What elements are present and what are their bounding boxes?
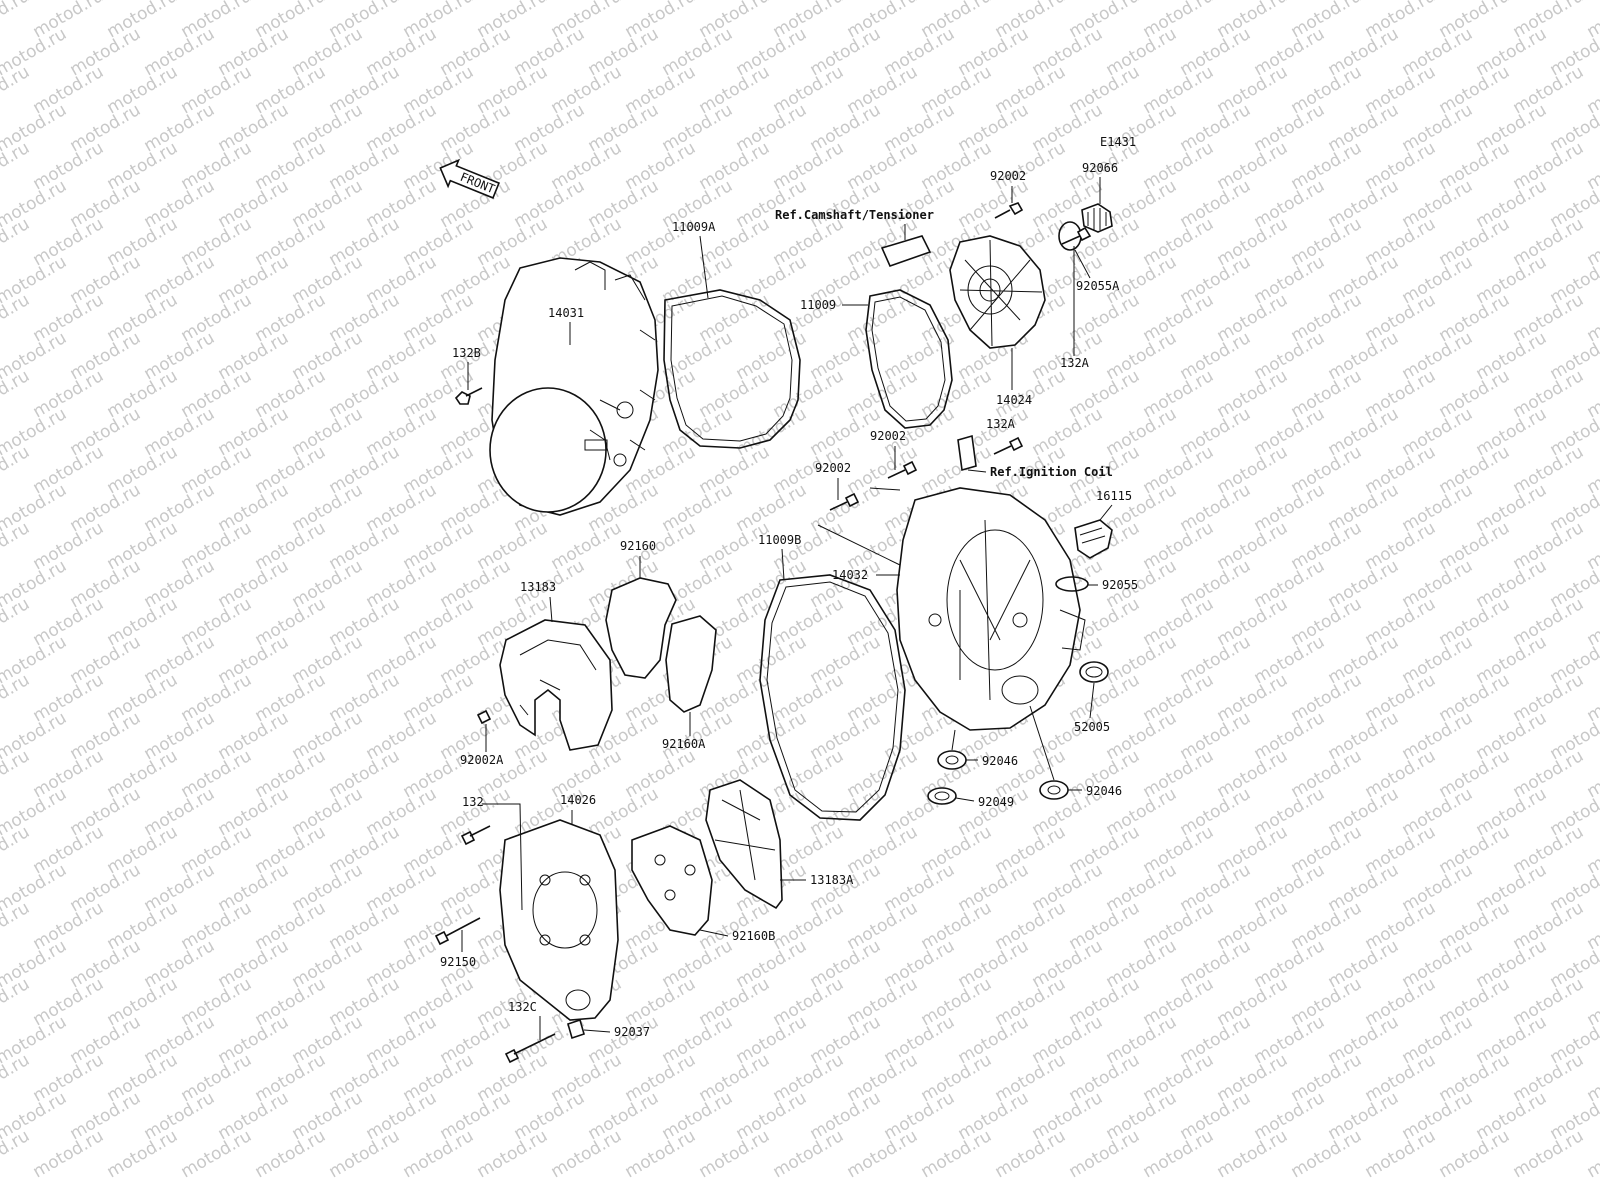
part-92049-seal xyxy=(927,787,957,805)
part-11009A-gasket xyxy=(663,289,801,449)
part-14026-cover xyxy=(499,819,619,1021)
part-92160B-damper xyxy=(631,825,713,936)
label-132B: 132B xyxy=(452,346,481,360)
camshaft-tensioner-ref-part xyxy=(880,235,932,267)
label-92002A: 92002A xyxy=(460,753,504,767)
front-arrow-icon: FRONT xyxy=(439,158,500,199)
label-92066: 92066 xyxy=(1082,161,1118,175)
part-11009B-gasket xyxy=(759,574,906,821)
part-92046-bearing-a xyxy=(937,750,967,770)
label-92046-a: 92046 xyxy=(982,754,1018,768)
part-92160A-damper xyxy=(665,615,717,713)
part-14024-cover xyxy=(949,235,1046,349)
part-132B-bolt xyxy=(454,387,483,405)
ignition-coil-ref-part xyxy=(957,434,977,472)
part-13183A-plate xyxy=(705,779,783,910)
part-132A-bolt-top xyxy=(1061,226,1092,245)
part-92002-bolt-left xyxy=(829,492,860,511)
label-92037: 92037 xyxy=(614,1025,650,1039)
label-92049: 92049 xyxy=(978,795,1014,809)
label-ref-camshaft: Ref.Camshaft/Tensioner xyxy=(775,208,934,222)
part-92046-bearing-b xyxy=(1039,780,1069,800)
part-92002-bolt-mid xyxy=(887,460,918,479)
label-14026: 14026 xyxy=(560,793,596,807)
label-11009B: 11009B xyxy=(758,533,801,547)
part-132C-bolt xyxy=(504,1033,556,1064)
part-92150-bolt xyxy=(434,917,481,946)
part-92002-bolt-top xyxy=(994,202,1024,219)
label-132A-top: 132A xyxy=(1060,356,1090,370)
label-92046-b: 92046 xyxy=(1086,784,1122,798)
label-92160: 92160 xyxy=(620,539,656,553)
part-92055A-o-ring xyxy=(1058,221,1082,251)
part-13183-plate xyxy=(499,619,613,751)
label-13183A: 13183A xyxy=(810,873,854,887)
label-ref-ignition: Ref.Ignition Coil xyxy=(990,465,1113,479)
part-132A-bolt-mid xyxy=(993,436,1024,455)
label-92150: 92150 xyxy=(440,955,476,969)
part-14031-cover xyxy=(489,257,659,516)
label-14031: 14031 xyxy=(548,306,584,320)
label-132: 132 xyxy=(462,795,484,809)
part-16115-cap xyxy=(1074,519,1113,559)
part-92002A-bolt xyxy=(476,709,492,725)
diagram-code: E1431 xyxy=(1100,135,1136,149)
part-92066-plug xyxy=(1081,203,1113,233)
label-92002-mid: 92002 xyxy=(870,429,906,443)
label-132C: 132C xyxy=(508,1000,537,1014)
part-14032-clutch-cover xyxy=(896,487,1086,731)
label-92160A: 92160A xyxy=(662,737,706,751)
part-92055-o-ring xyxy=(1055,576,1089,592)
part-92037-clamp xyxy=(567,1018,585,1040)
part-132-bolt xyxy=(460,825,491,846)
part-11009-gasket xyxy=(865,289,953,429)
label-92002-left: 92002 xyxy=(815,461,851,475)
label-132A-mid: 132A xyxy=(986,417,1016,431)
label-16115: 16115 xyxy=(1096,489,1132,503)
label-92160B: 92160B xyxy=(732,929,775,943)
label-92055A: 92055A xyxy=(1076,279,1120,293)
label-52005: 52005 xyxy=(1074,720,1110,734)
label-92002-top: 92002 xyxy=(990,169,1026,183)
label-14032: 14032 xyxy=(832,568,868,582)
label-92055: 92055 xyxy=(1102,578,1138,592)
part-92160-damper xyxy=(605,577,677,679)
label-11009: 11009 xyxy=(800,298,836,312)
label-14024: 14024 xyxy=(996,393,1032,407)
label-13183: 13183 xyxy=(520,580,556,594)
part-52005-seal xyxy=(1079,661,1109,683)
label-11009A: 11009A xyxy=(672,220,716,234)
